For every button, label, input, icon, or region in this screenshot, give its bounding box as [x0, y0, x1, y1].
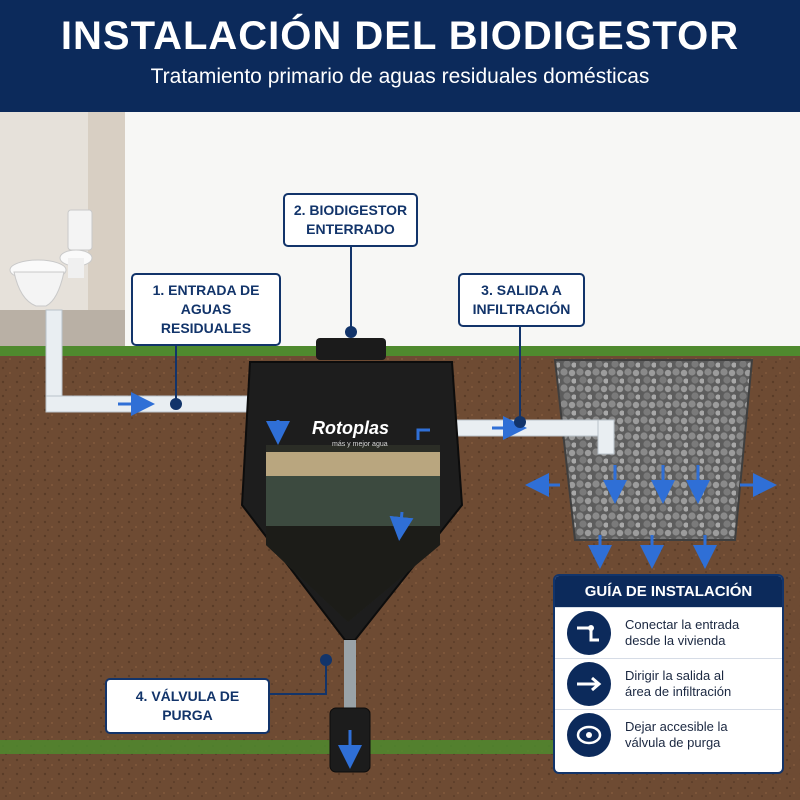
biodigester-tank: Rotoplas más y mejor agua [240, 338, 464, 641]
guide-step-3-line2: válvula de purga [625, 735, 721, 750]
page-title: INSTALACIÓN DEL BIODIGESTOR [60, 14, 740, 58]
outlet-arrow-icon [567, 662, 611, 706]
callout-tank: 2. BIODIGESTOR ENTERRADO [283, 193, 418, 247]
callout-outlet-line2: INFILTRACIÓN [472, 301, 571, 317]
guide-step-2-line1: Dirigir la salida al [625, 668, 724, 683]
guide-title: GUÍA DE INSTALACIÓN [555, 576, 782, 607]
guide-step: Dirigir la salida al área de infiltració… [555, 658, 782, 709]
callout-outlet: 3. SALIDA A INFILTRACIÓN [458, 273, 585, 327]
inlet-pipe [45, 309, 263, 416]
callout-inlet-line2: AGUAS RESIDUALES [160, 301, 252, 336]
outlet-pipe [439, 416, 615, 455]
callout-inlet-line1: 1. ENTRADA DE [152, 282, 260, 298]
callout-purge-valve-label: 4. VÁLVULA DE PURGA [135, 688, 240, 723]
grass-strip [0, 346, 800, 356]
tank-brand-logo: Rotoplas [312, 418, 389, 438]
installation-guide-panel: GUÍA DE INSTALACIÓN Conectar la entrada … [553, 574, 784, 774]
gravel-pit [553, 359, 754, 541]
header-banner: INSTALACIÓN DEL BIODIGESTOR Tratamiento … [0, 0, 800, 112]
guide-step-1-line2: desde la vivienda [625, 633, 726, 648]
page-subtitle: Tratamiento primario de aguas residuales… [150, 65, 650, 88]
guide-step-2-line2: área de infiltración [625, 684, 732, 699]
purge-valve [329, 640, 371, 773]
callout-outlet-line1: 3. SALIDA A [481, 282, 562, 298]
valve-icon [567, 713, 611, 757]
grass-strip-lower [0, 740, 560, 754]
callout-leaders [170, 246, 526, 695]
guide-step: Conectar la entrada desde la vivienda [555, 607, 782, 658]
tank-brand-tagline: más y mejor agua [332, 441, 388, 448]
callout-inlet: 1. ENTRADA DE AGUAS RESIDUALES [131, 273, 281, 346]
guide-step-3-line1: Dejar accesible la [625, 719, 728, 734]
callout-tank-line2: ENTERRADO [306, 221, 395, 237]
infiltration-arrows [525, 465, 777, 569]
guide-step: Dejar accesible la válvula de purga [555, 709, 782, 760]
callout-tank-line1: 2. BIODIGESTOR [293, 202, 408, 218]
callout-purge-valve: 4. VÁLVULA DE PURGA [105, 678, 270, 734]
guide-step-1-line1: Conectar la entrada [625, 617, 740, 632]
pipe-connection-icon [567, 611, 611, 655]
